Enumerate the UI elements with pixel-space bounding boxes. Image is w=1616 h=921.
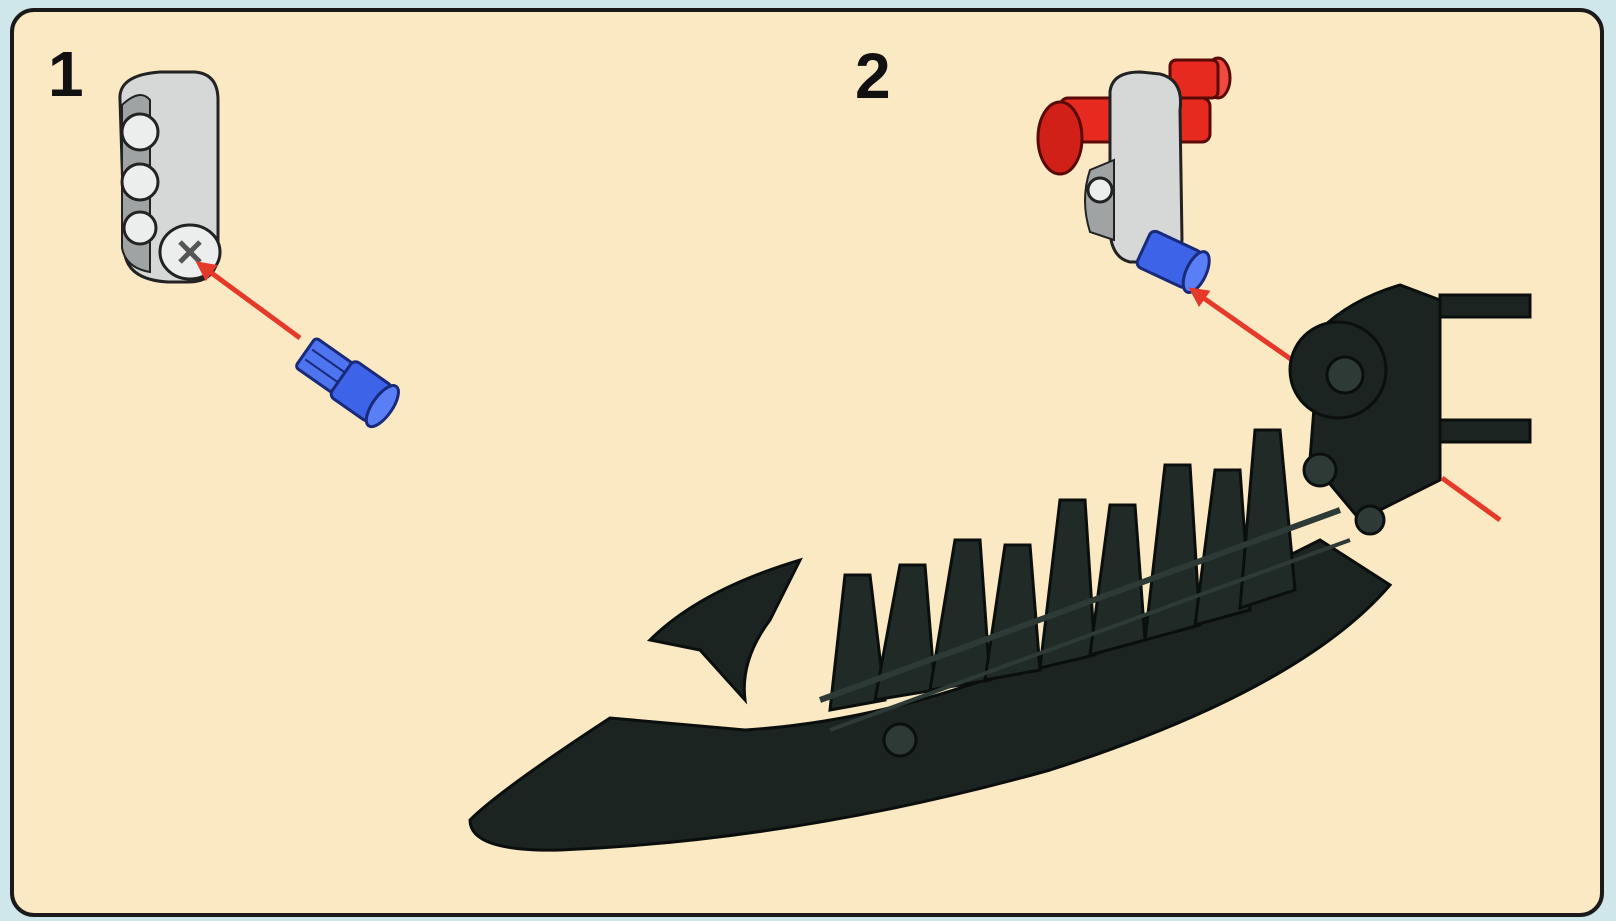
step-1-gray-beam-icon	[120, 72, 220, 282]
step-1-number: 1	[48, 42, 84, 106]
step-2-number: 2	[855, 44, 891, 108]
